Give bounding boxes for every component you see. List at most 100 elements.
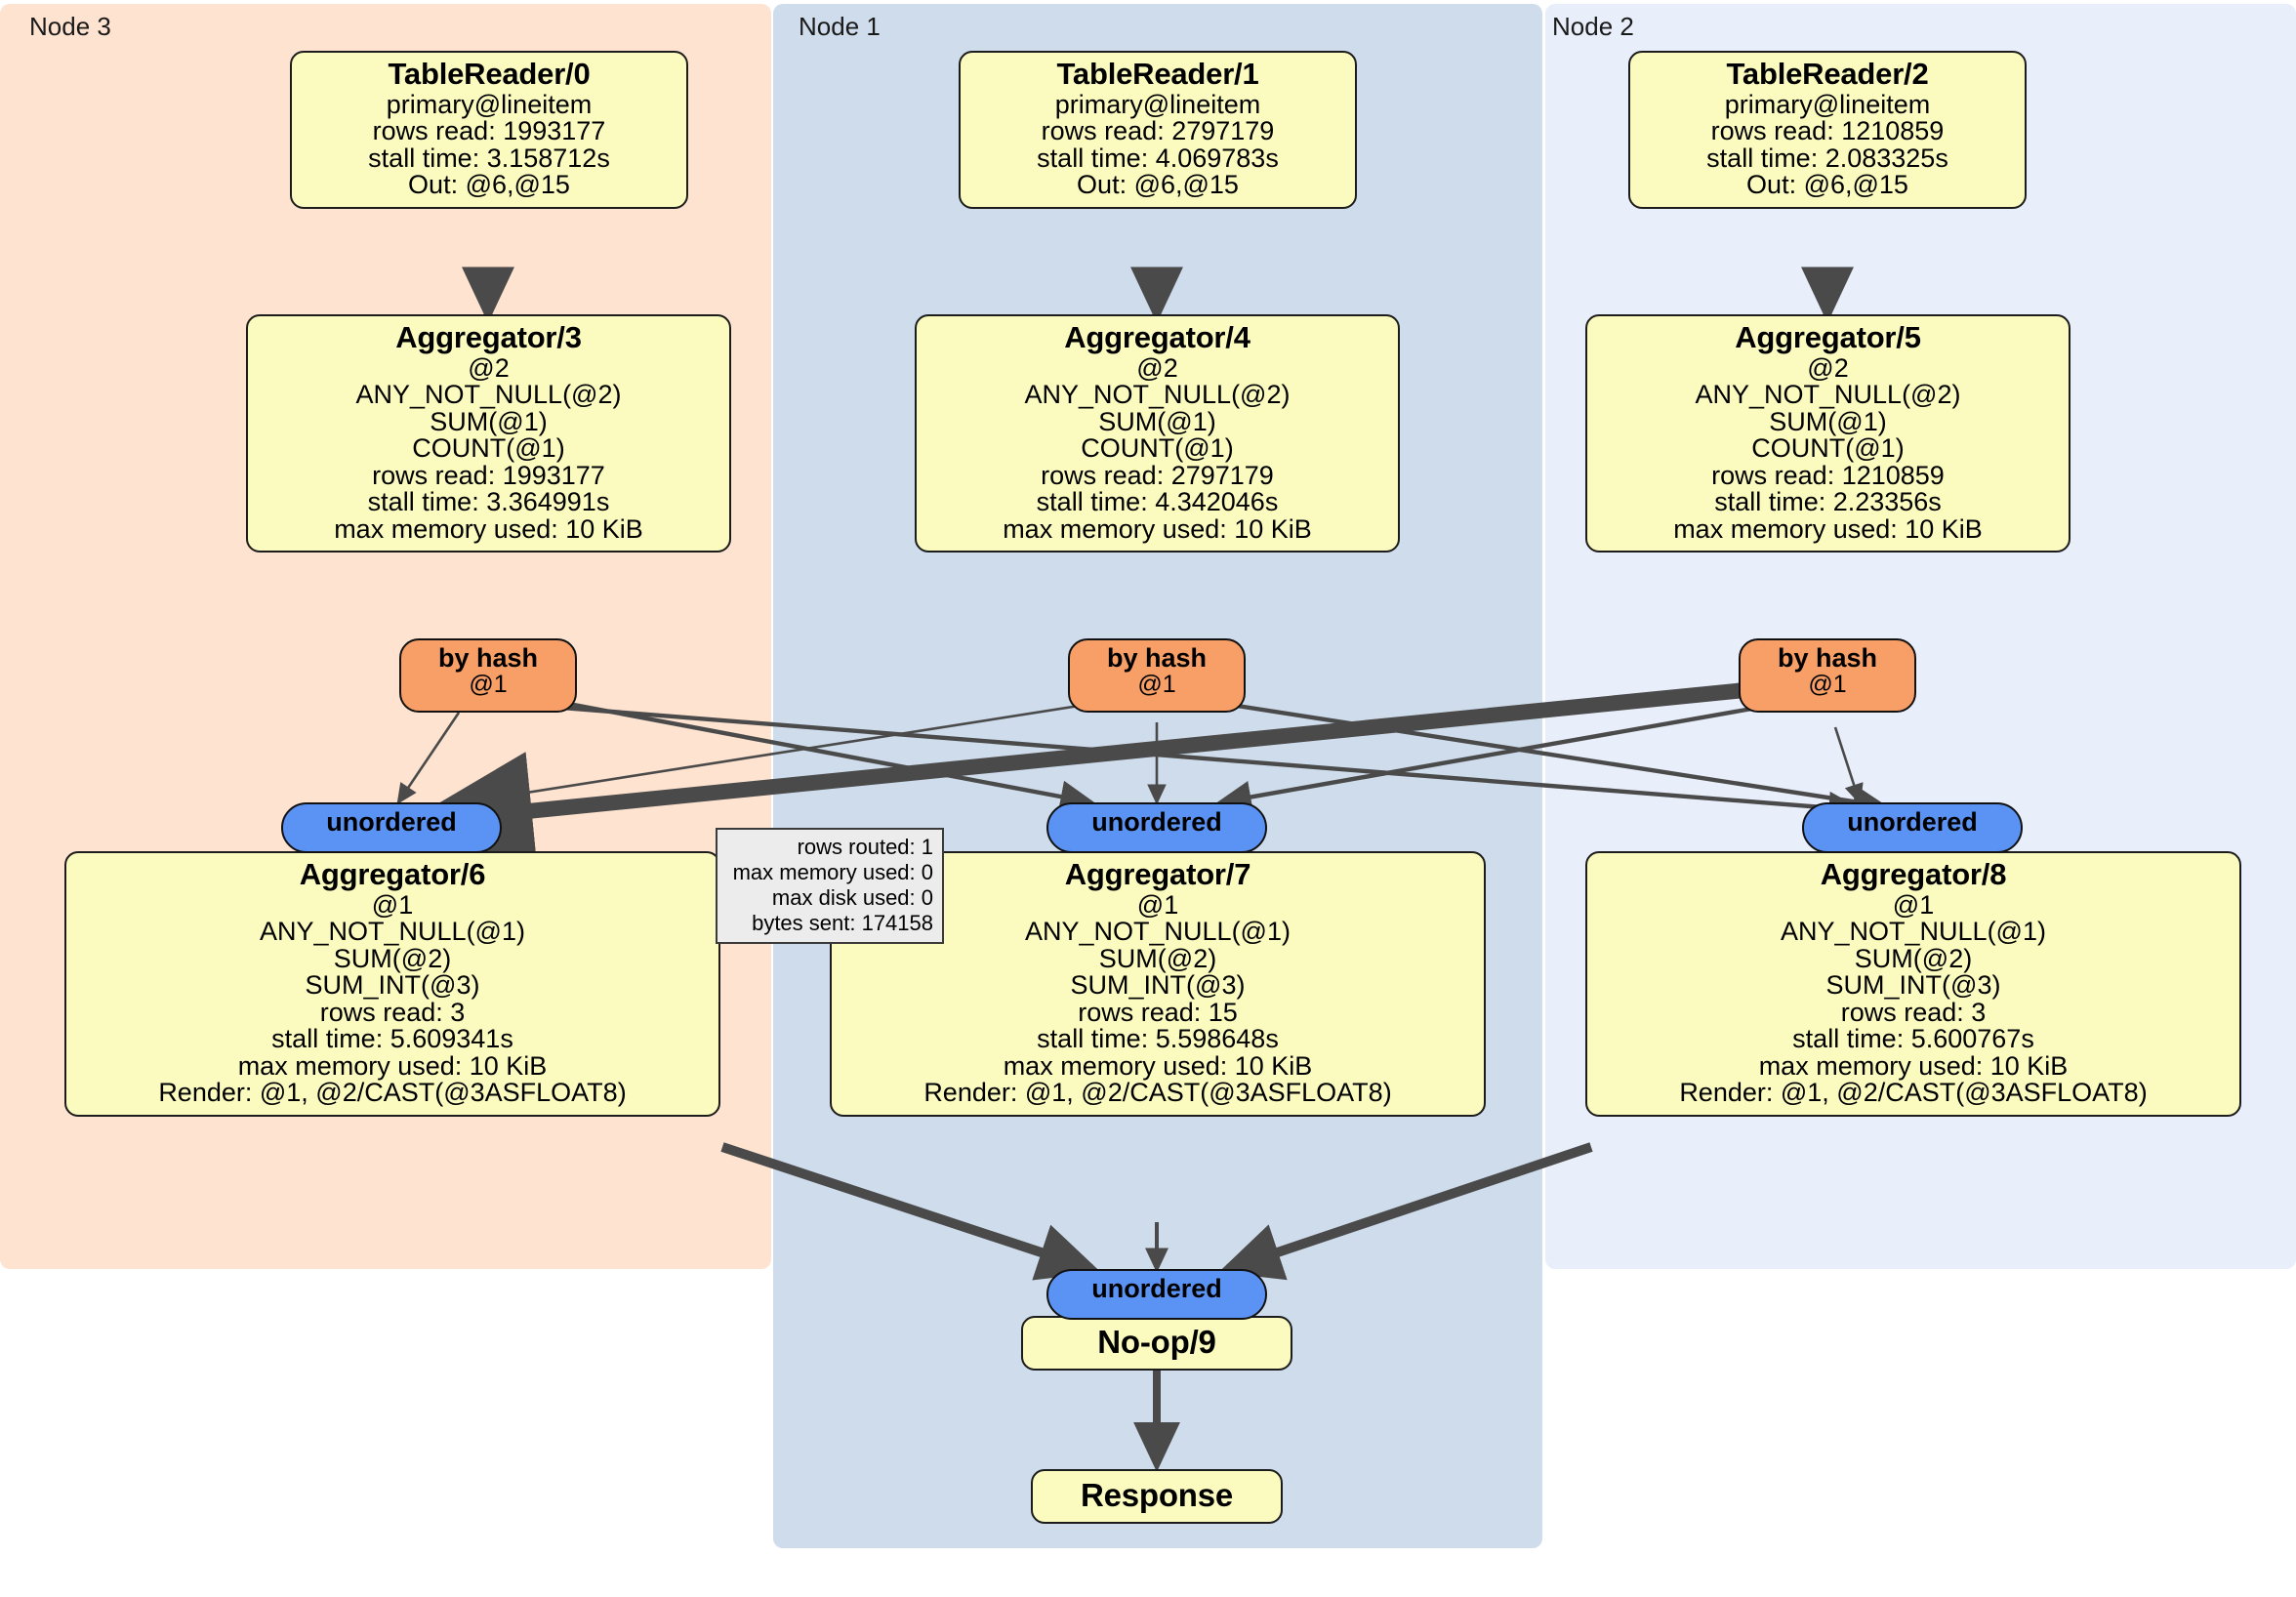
processor-title: No-op/9 bbox=[1097, 1324, 1216, 1360]
processor-line: SUM_INT(@3) bbox=[1825, 970, 2001, 1001]
processor-line: COUNT(@1) bbox=[412, 433, 565, 464]
processor-title: Aggregator/7 bbox=[1064, 857, 1251, 891]
processor-line: rows read: 1210859 bbox=[1711, 460, 1945, 490]
processor-line: stall time: 5.609341s bbox=[271, 1024, 513, 1054]
processor-line: @2 bbox=[1807, 352, 1849, 383]
processor-line: Render: @1, @2/CAST(@3ASFLOAT8) bbox=[1679, 1078, 2148, 1108]
processor-line: stall time: 2.083325s bbox=[1706, 143, 1948, 173]
node-panel-label-node3: Node 3 bbox=[29, 12, 111, 41]
stats-line: rows routed: 1 bbox=[797, 835, 933, 859]
processor-line: @1 bbox=[1892, 889, 1935, 920]
processor-line: stall time: 2.23356s bbox=[1714, 487, 1942, 517]
processor-line: @2 bbox=[1136, 352, 1178, 383]
processor-line: ANY_NOT_NULL(@2) bbox=[1024, 380, 1291, 410]
processor-line: max memory used: 10 KiB bbox=[237, 1050, 548, 1081]
processor-line: SUM(@2) bbox=[1098, 943, 1217, 973]
processor-line: ANY_NOT_NULL(@1) bbox=[1025, 917, 1291, 947]
processor-line: Out: @6,@15 bbox=[1746, 170, 1908, 200]
processor-line: @2 bbox=[468, 352, 510, 383]
sync-label: unordered bbox=[1091, 1274, 1222, 1303]
processor-line: Out: @6,@15 bbox=[1077, 170, 1239, 200]
processor-line: Render: @1, @2/CAST(@3ASFLOAT8) bbox=[158, 1078, 627, 1108]
processor-line: stall time: 4.069783s bbox=[1037, 143, 1279, 173]
output-router-by-hash-3[interactable]: by hash @1 bbox=[399, 638, 577, 713]
node-panel-label-node1: Node 1 bbox=[799, 12, 881, 41]
processor-line: stall time: 5.600767s bbox=[1792, 1024, 2034, 1054]
processor-line: @1 bbox=[1136, 889, 1179, 920]
output-router-by-hash-4[interactable]: by hash @1 bbox=[1068, 638, 1246, 713]
processor-title: TableReader/1 bbox=[1056, 57, 1259, 91]
processor-line: COUNT(@1) bbox=[1751, 433, 1905, 464]
processor-line: SUM(@1) bbox=[430, 406, 548, 436]
processor-line: stall time: 3.158712s bbox=[368, 143, 610, 173]
processor-line: primary@lineitem bbox=[386, 89, 593, 119]
processor-line: ANY_NOT_NULL(@2) bbox=[355, 380, 622, 410]
processor-line: Render: @1, @2/CAST(@3ASFLOAT8) bbox=[923, 1078, 1392, 1108]
processor-aggregator-3[interactable]: Aggregator/3 @2 ANY_NOT_NULL(@2) SUM(@1)… bbox=[246, 314, 731, 553]
processor-line: rows read: 1993177 bbox=[372, 460, 605, 490]
processor-aggregator-5[interactable]: Aggregator/5 @2 ANY_NOT_NULL(@2) SUM(@1)… bbox=[1585, 314, 2070, 553]
sync-label: unordered bbox=[326, 807, 457, 837]
input-sync-unordered-9[interactable]: unordered bbox=[1046, 1269, 1267, 1320]
processor-line: rows read: 15 bbox=[1078, 997, 1238, 1027]
router-label: by hash bbox=[1777, 643, 1878, 673]
router-column: @1 bbox=[469, 671, 508, 699]
processor-title: Aggregator/6 bbox=[299, 857, 486, 891]
processor-tablereader-0[interactable]: TableReader/0 primary@lineitem rows read… bbox=[290, 51, 688, 209]
processor-line: rows read: 3 bbox=[319, 997, 466, 1027]
processor-title: Aggregator/5 bbox=[1735, 320, 1921, 354]
router-label: by hash bbox=[437, 643, 539, 673]
processor-line: SUM_INT(@3) bbox=[305, 970, 480, 1001]
input-sync-unordered-6[interactable]: unordered bbox=[281, 802, 502, 853]
processor-aggregator-6[interactable]: Aggregator/6 @1 ANY_NOT_NULL(@1) SUM(@2)… bbox=[64, 851, 720, 1117]
processor-line: @1 bbox=[371, 889, 414, 920]
router-label: by hash bbox=[1106, 643, 1208, 673]
sync-label: unordered bbox=[1091, 807, 1222, 837]
processor-line: max memory used: 10 KiB bbox=[334, 513, 643, 544]
router-stats-box: rows routed: 1 max memory used: 0 max di… bbox=[716, 828, 944, 944]
processor-line: max memory used: 10 KiB bbox=[1003, 1050, 1313, 1081]
processor-line: rows read: 2797179 bbox=[1041, 116, 1275, 146]
processor-line: max memory used: 10 KiB bbox=[1758, 1050, 2069, 1081]
sync-label: unordered bbox=[1847, 807, 1978, 837]
input-sync-unordered-8[interactable]: unordered bbox=[1802, 802, 2023, 853]
processor-line: SUM(@1) bbox=[1098, 406, 1216, 436]
processor-noop-9[interactable]: No-op/9 bbox=[1021, 1316, 1292, 1371]
processor-line: primary@lineitem bbox=[1724, 89, 1931, 119]
processor-title: TableReader/0 bbox=[388, 57, 591, 91]
output-router-by-hash-5[interactable]: by hash @1 bbox=[1739, 638, 1916, 713]
processor-aggregator-8[interactable]: Aggregator/8 @1 ANY_NOT_NULL(@1) SUM(@2)… bbox=[1585, 851, 2241, 1117]
processor-title: TableReader/2 bbox=[1726, 57, 1929, 91]
processor-line: stall time: 4.342046s bbox=[1036, 487, 1279, 517]
processor-line: SUM(@1) bbox=[1769, 406, 1887, 436]
processor-line: rows read: 2797179 bbox=[1041, 460, 1274, 490]
router-column: @1 bbox=[1808, 671, 1847, 699]
processor-line: rows read: 1993177 bbox=[372, 116, 606, 146]
processor-title: Aggregator/4 bbox=[1064, 320, 1250, 354]
processor-line: ANY_NOT_NULL(@2) bbox=[1695, 380, 1961, 410]
node-panel-label-node2: Node 2 bbox=[1552, 12, 1634, 41]
processor-line: SUM_INT(@3) bbox=[1070, 970, 1246, 1001]
processor-title: Aggregator/3 bbox=[395, 320, 582, 354]
processor-line: stall time: 5.598648s bbox=[1037, 1024, 1279, 1054]
input-sync-unordered-7[interactable]: unordered bbox=[1046, 802, 1267, 853]
processor-tablereader-1[interactable]: TableReader/1 primary@lineitem rows read… bbox=[959, 51, 1357, 209]
processor-line: max memory used: 10 KiB bbox=[1673, 513, 1983, 544]
processor-line: COUNT(@1) bbox=[1081, 433, 1234, 464]
router-column: @1 bbox=[1137, 671, 1176, 699]
processor-line: SUM(@2) bbox=[333, 943, 452, 973]
processor-line: ANY_NOT_NULL(@1) bbox=[1781, 917, 2046, 947]
processor-line: max memory used: 10 KiB bbox=[1003, 513, 1312, 544]
processor-line: rows read: 1210859 bbox=[1710, 116, 1945, 146]
processor-tablereader-2[interactable]: TableReader/2 primary@lineitem rows read… bbox=[1628, 51, 2027, 209]
processor-line: stall time: 3.364991s bbox=[367, 487, 610, 517]
stats-line: max memory used: 0 bbox=[732, 859, 933, 884]
processor-title: Aggregator/8 bbox=[1820, 857, 2007, 891]
processor-line: primary@lineitem bbox=[1054, 89, 1261, 119]
processor-line: ANY_NOT_NULL(@1) bbox=[260, 917, 525, 947]
processor-response[interactable]: Response bbox=[1031, 1469, 1283, 1524]
processor-title: Response bbox=[1080, 1477, 1234, 1513]
processor-aggregator-4[interactable]: Aggregator/4 @2 ANY_NOT_NULL(@2) SUM(@1)… bbox=[915, 314, 1400, 553]
processor-line: Out: @6,@15 bbox=[408, 170, 570, 200]
